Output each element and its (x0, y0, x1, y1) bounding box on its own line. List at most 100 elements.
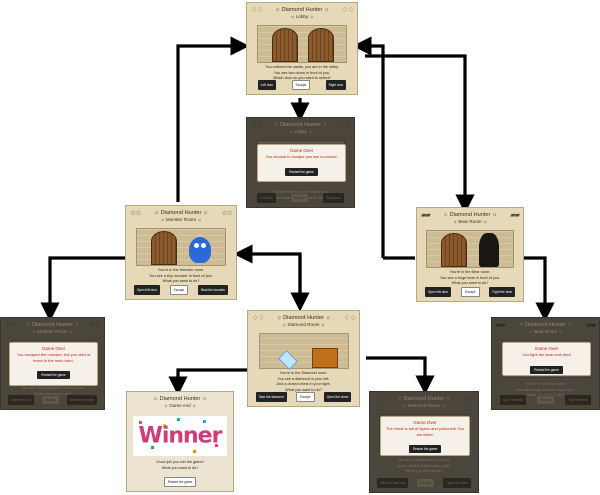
escape-button[interactable]: Escape (536, 395, 556, 405)
diamond-icons: ♢ ♢ (343, 315, 356, 322)
open-chest-button[interactable]: Open the chest (443, 478, 471, 488)
story-line: You see a tiny monster in front of you. (149, 273, 213, 278)
escape-button[interactable]: Escape (416, 478, 436, 488)
room-title: ☼ Lobby ☼ (288, 129, 313, 134)
escape-button[interactable]: Escape (291, 80, 311, 90)
app-title: ☼ Diamond Hunter ☼ (25, 322, 80, 328)
room-title: ☼ Diamond Room ☼ (402, 403, 446, 408)
modal-title: Game Over (289, 148, 314, 153)
room-title: ☼ Monster Room ☼ (160, 217, 202, 222)
header: ♢ ♢ ☼ Diamond Hunter ☼ ☼ Lobby ☼ ♢ ♢ (247, 3, 357, 25)
beat-monster-button[interactable]: Beat the monster (67, 395, 98, 405)
app-title: ☼ Diamond Hunter ☼ (274, 7, 330, 13)
story-line: What you want to do? (451, 281, 489, 285)
app-title: ☼ Diamond Hunter ☼ (152, 396, 208, 402)
header: ☼ Diamond Hunter ☼ ☼ Game end ☼ (127, 392, 233, 414)
fight-bear-button[interactable]: Fight the bear (565, 395, 591, 405)
escape-button[interactable]: Escape (169, 285, 189, 295)
story-line: You're in the Bear room. (525, 382, 566, 386)
action-buttons: Open left door Escape Beat the monster (1, 395, 104, 405)
escape-button[interactable]: Escape (290, 193, 309, 203)
winner-text-lines: Good job you win the game! What you want… (127, 460, 233, 471)
open-left-door-button[interactable]: Open left door (500, 395, 527, 405)
diamond-room-screen: ♢ ♢ ☼ Diamond Hunter ☼ ☼ Diamond Room ☼ … (247, 310, 360, 407)
left-door-button[interactable]: Left door (257, 80, 277, 90)
modal-title: Game Over (534, 346, 559, 351)
right-door-button[interactable]: Right door (325, 80, 347, 90)
story-line: You see two doors in front of you. (272, 190, 329, 194)
lobby-scene (257, 25, 347, 63)
diamond-icons: ♢ ♢ (462, 396, 475, 403)
arrow-lobby-to-bear (365, 54, 475, 214)
restart-button[interactable]: Restart the game (408, 445, 442, 453)
open-left-door-button[interactable]: Open left door (424, 287, 452, 297)
monster-room-screen: ☆☆ ☼ Diamond Hunter ☼ ☼ Monster Room ☼ ☆… (125, 205, 237, 300)
star-icons: ☆☆ (221, 210, 233, 217)
lobby-screen: ♢ ♢ ☼ Diamond Hunter ☼ ☼ Lobby ☼ ♢ ♢ You… (246, 2, 358, 95)
story-line: And a closed chest in your right. (276, 382, 331, 386)
room-title: ☼ Lobby ☼ (290, 14, 314, 19)
arrow-bear-to-lobby (352, 36, 385, 258)
action-buttons: Take the diamond Escape Open the chest (248, 392, 359, 402)
chest-gameover-screen: ♢ ♢ ☼ Diamond Hunter ☼ ☼ Diamond Room ☼ … (369, 391, 479, 493)
escape-button[interactable]: Escape (460, 287, 480, 297)
star-icons: ☆☆ (5, 322, 17, 329)
action-buttons: Left door Escape Right door (247, 193, 354, 203)
escape-button[interactable]: Escape (295, 392, 315, 402)
restart-button[interactable]: Restart the game (163, 477, 197, 487)
bear-text: You're in the Bear room. You see a huge … (417, 270, 523, 287)
story-line: You see a tiny monster in front of you. (20, 386, 85, 390)
lobby-text: You entered the castle, you are in the l… (247, 65, 357, 82)
restart-button[interactable]: Restart the game (285, 167, 318, 176)
take-diamond-button[interactable]: Take the diamond (377, 478, 409, 488)
story-line: You're in the Bear room. (449, 270, 491, 274)
monster-image (189, 237, 211, 263)
story-line: And a closed chest in your right. (396, 463, 452, 468)
bear-image (479, 233, 499, 267)
right-door-button[interactable]: Right door (323, 193, 344, 203)
story-line: You see a huge bear in front of you. (439, 275, 501, 280)
action-buttons: Open left door Escape Fight the bear (417, 287, 523, 297)
restart-button[interactable]: Restart the game (530, 365, 563, 374)
modal-message: You fight the bear and died! (522, 352, 571, 357)
header: ♢ ♢ ☼ Diamond Hunter ☼ ☼ Diamond Room ☼ … (370, 392, 478, 414)
modal-message: You escaped the monster, but you died of… (16, 352, 91, 363)
diamond-image (277, 350, 298, 370)
beat-monster-button[interactable]: Beat the monster (197, 285, 229, 295)
story-line: What you want to do? (161, 465, 199, 470)
diamond-scene (258, 333, 349, 370)
bear-icons: ▰▰ (496, 322, 506, 329)
bear-room-screen: ▰▰ ☼ Diamond Hunter ☼ ☼ Bear Room ☼ ▰▰ Y… (416, 207, 524, 302)
story-line: You see a huge bear in front of you. (515, 387, 576, 392)
arrow-monster-to-lobby (176, 36, 250, 202)
story-line: You entered the castle, you are in the l… (265, 65, 339, 69)
arrow-monster-escape (40, 256, 126, 322)
story-line: You see two doors in front of you. (273, 70, 331, 75)
story-line: Good job you win the game! (156, 460, 204, 464)
escape-button[interactable]: Escape (41, 395, 60, 405)
arrow-diamond-to-chest (366, 356, 435, 395)
action-buttons: Open left door Escape Beat the monster (126, 285, 236, 295)
restart-button[interactable]: Restart the game (37, 371, 70, 379)
right-door-image (308, 28, 334, 62)
action-buttons: Left door Escape Right door (247, 80, 357, 90)
left-door-image (151, 231, 177, 265)
story-line: You see a diamond in your left. (398, 458, 450, 462)
left-door-button[interactable]: Left door (257, 193, 276, 203)
fight-bear-button[interactable]: Fight the bear (489, 287, 516, 297)
bear-icons: ▰▰ (421, 212, 431, 219)
room-title: ☼ Game end ☼ (163, 403, 197, 408)
open-left-door-button[interactable]: Open left door (7, 395, 34, 405)
arrow-diamond-to-monster (233, 244, 302, 307)
diamond-icons: ♢ ♢ (251, 122, 263, 129)
game-over-modal: Game Over You fight the bear and died! R… (502, 342, 591, 376)
app-title: ☼ Diamond Hunter ☼ (396, 396, 452, 402)
open-left-door-button[interactable]: Open left door (133, 285, 161, 295)
room-title: ☼ Bear Room ☼ (452, 219, 488, 224)
take-diamond-button[interactable]: Take the diamond (255, 392, 287, 402)
story-line: You're in the Monster room. (157, 268, 205, 272)
chest-image (311, 348, 338, 368)
modal-message: You choose to escape you are a coward. (265, 154, 338, 159)
bear-gameover-screen: ▰▰ ☼ Diamond Hunter ☼ ☼ Bear Room ☼ ▰▰ Y… (491, 317, 600, 410)
open-chest-button[interactable]: Open the chest (323, 392, 352, 402)
